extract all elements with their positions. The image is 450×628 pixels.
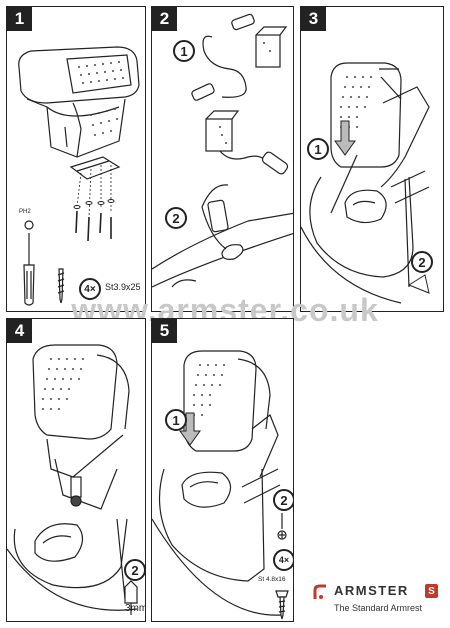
step-2-marker: 2: [411, 251, 433, 273]
brand-badge: S: [425, 584, 438, 598]
panel-4: 4 2 3mm: [6, 318, 146, 622]
panel-3: 3 1 2: [300, 6, 444, 312]
panel-number: 3: [301, 7, 326, 31]
down-arrow-icon: [334, 120, 356, 156]
cable-routing-illustration: [152, 13, 293, 288]
screwdriver-type-label: PH2: [19, 209, 31, 215]
panel-5: 5 1 2 4× St 4: [151, 318, 294, 622]
step-1-marker: 1: [165, 409, 187, 431]
panel-number: 5: [152, 319, 177, 343]
armrest-fixing-illustration: [7, 344, 138, 615]
panel-number: 1: [7, 7, 32, 31]
armrest-mounting-illustration: [301, 62, 430, 304]
panel-number: 4: [7, 319, 32, 343]
armrest-assembly-illustration: [18, 46, 140, 306]
brand-tagline: The Standard Armrest: [334, 603, 423, 613]
screw-spec-label: St3.9x25: [105, 282, 141, 292]
drill-size-label: 3mm: [125, 603, 146, 614]
pointer-icon: [407, 274, 430, 294]
quantity-badge: 4×: [273, 549, 293, 571]
screw-spec-label: St 4.8x16: [258, 576, 286, 583]
drill-icon: [124, 580, 138, 615]
step-2-marker: 2: [165, 207, 187, 229]
down-arrow-icon: [179, 412, 201, 446]
armster-mark-icon: [313, 584, 326, 599]
step-2-marker: 2: [273, 489, 293, 511]
step-2-marker: 2: [124, 559, 145, 581]
quantity-badge: 4×: [79, 278, 101, 300]
brand-name: ARMSTER: [334, 583, 409, 598]
panel-number: 2: [152, 7, 177, 31]
armster-logo: ARMSTER S The Standard Armrest: [312, 583, 442, 617]
step-1-marker: 1: [173, 40, 195, 62]
panel-1: 1: [6, 6, 146, 312]
panel-2: 2 1 2: [151, 6, 294, 312]
step-1-marker: 1: [307, 138, 329, 160]
armrest-final-fixing-illustration: [152, 350, 289, 620]
